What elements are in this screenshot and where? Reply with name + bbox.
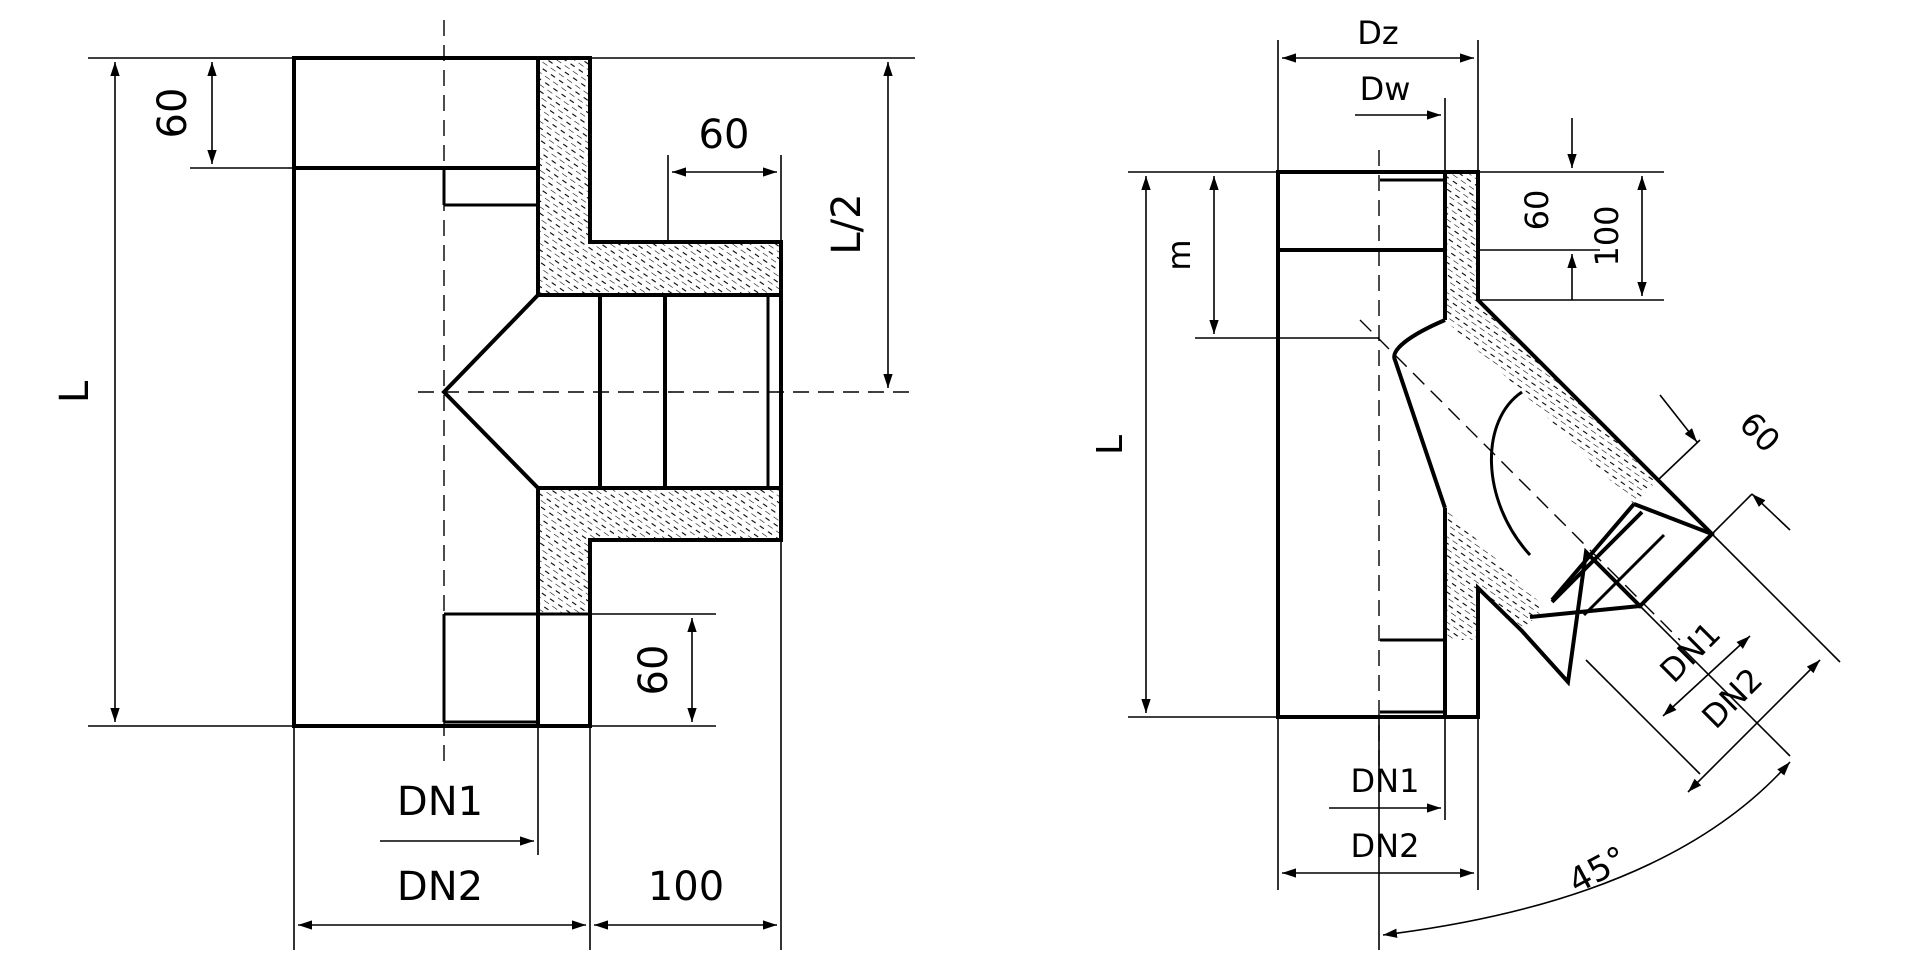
label-Dz: Dz bbox=[1357, 14, 1398, 52]
label-L: L bbox=[52, 380, 98, 403]
label-Dw: Dw bbox=[1360, 70, 1411, 108]
label-100: 100 bbox=[648, 864, 724, 910]
left-tee-view: L 60 L/2 60 60 DN1 DN2 100 bbox=[52, 20, 915, 950]
r-ext-branch-60a bbox=[1657, 439, 1701, 481]
left-wall-hatch bbox=[538, 58, 781, 295]
dim-line-branch-60a bbox=[1659, 394, 1698, 443]
dim-arc-45 bbox=[1382, 761, 1791, 938]
label-right-100: 100 bbox=[1588, 205, 1626, 266]
label-angle-45: 45° bbox=[1562, 838, 1634, 902]
dim-line-branch-60b bbox=[1751, 493, 1791, 531]
right-wye-view: Dz Dw m L 60 100 60 DN1 DN2 DN1 DN2 45° bbox=[1090, 14, 1841, 950]
label-L2: L/2 bbox=[824, 193, 870, 254]
r-ext-dn2-b bbox=[1711, 533, 1841, 663]
branch-ring-b bbox=[1582, 533, 1666, 617]
right-body-outline bbox=[1276, 170, 1715, 719]
label-right-60: 60 bbox=[1518, 190, 1556, 231]
label-branch-60: 60 bbox=[1732, 404, 1788, 460]
label-right-DN1: DN1 bbox=[1351, 762, 1420, 800]
r-ext-branch-60b bbox=[1711, 493, 1753, 535]
branch-throat bbox=[1392, 318, 1447, 509]
right-branch-center bbox=[1359, 319, 1681, 641]
label-branch-60: 60 bbox=[699, 112, 750, 158]
label-bottom-60: 60 bbox=[631, 645, 677, 696]
left-wall-hatch-lower bbox=[538, 488, 781, 614]
r-ext-dn1 bbox=[1585, 659, 1701, 775]
label-right-L: L bbox=[1090, 435, 1131, 455]
right-wall-hatch-lower bbox=[1445, 508, 1545, 640]
label-top-60: 60 bbox=[150, 88, 196, 139]
label-m: m bbox=[1160, 239, 1198, 270]
right-wall-hatch-upper bbox=[1445, 172, 1658, 504]
label-right-DN2: DN2 bbox=[1351, 827, 1420, 865]
branch-bore bbox=[441, 293, 783, 490]
label-DN2: DN2 bbox=[397, 864, 483, 910]
branch-socket bbox=[1529, 502, 1713, 619]
branch-intersection-curve bbox=[1489, 390, 1532, 557]
label-DN1: DN1 bbox=[397, 779, 483, 825]
label-branch-DN1: DN1 bbox=[1652, 614, 1728, 690]
